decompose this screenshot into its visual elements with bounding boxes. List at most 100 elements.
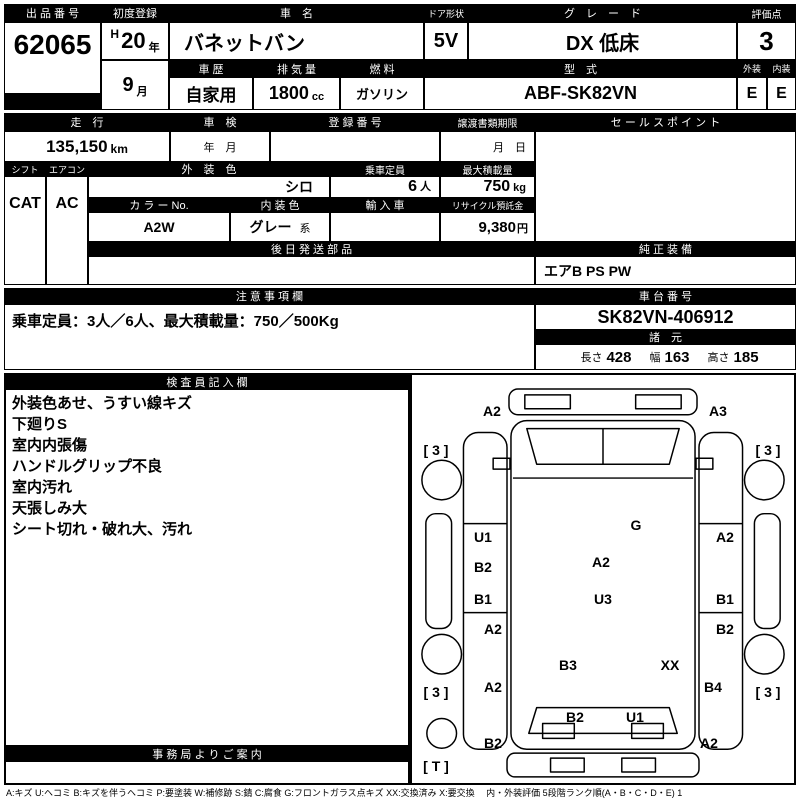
capacity-label: 乗車定員 <box>330 162 440 176</box>
wheel-front-right <box>743 459 785 501</box>
inspector-notes: 外装色あせ、うすい線キズ下廻りS 室内内張傷ハンドルグリップ不良室内汚れ天張しみ大… <box>4 390 410 742</box>
displacement-unit: cc <box>311 91 325 103</box>
max-load-unit: kg <box>513 182 526 194</box>
oem-equipment-label: 純 正 装 備 <box>535 242 796 256</box>
office-info-header: 事 務 局 よ り ご 案 内 <box>4 745 410 762</box>
front-bumper-outline <box>508 388 698 416</box>
first-reg-year-cell: H 20 年 <box>101 22 169 60</box>
spec-label: 諸 元 <box>535 330 796 344</box>
damage-mark: B1 <box>474 591 492 607</box>
damage-mark: U1 <box>626 709 644 725</box>
first-reg-year: 20 <box>121 28 146 53</box>
recycle-deposit-label: リサイクル預託金 <box>440 198 535 212</box>
rear-window-outline <box>528 706 678 735</box>
capacity-cell: 6 人 <box>330 176 440 198</box>
oem-equipment-value: エアB PS PW <box>535 256 796 285</box>
import-label: 輸 入 車 <box>330 198 440 212</box>
sales-point-value <box>535 131 796 242</box>
damage-mark: B2 <box>566 709 584 725</box>
inspection-label: 車 検 <box>170 113 270 131</box>
inspector-note-line: 外装色あせ、うすい線キズ <box>12 395 193 412</box>
capacity-unit: 人 <box>420 181 431 193</box>
aircon-value: AC <box>46 176 88 285</box>
first-reg-month-cell: 9 月 <box>101 60 169 110</box>
shift-value: CAT <box>4 176 46 285</box>
interior-color-cell: グレー 系 <box>230 212 330 242</box>
inspector-note-line: 天張しみ大 <box>12 500 88 517</box>
color-no-label: カ ラ ー No. <box>88 198 230 212</box>
width-label: 幅 <box>649 352 661 364</box>
sales-point-label: セ ー ル ス ポ イ ン ト <box>535 113 796 131</box>
first-reg-month-unit: 月 <box>136 86 148 98</box>
lot-black-bar <box>4 94 101 110</box>
inspector-note-line: ハンドルグリップ不良 <box>12 458 163 475</box>
damage-mark: B2 <box>716 621 734 637</box>
wheel-rear-right <box>743 633 785 675</box>
recycle-deposit-value: 9,380 <box>478 218 516 236</box>
interior-score-value: E <box>767 77 796 110</box>
inspector-note-line: 室内汚れ <box>12 479 73 496</box>
fuel-label: 燃 料 <box>340 60 424 77</box>
mileage-cell: 135,150 km <box>4 131 170 162</box>
history-value: 自家用 <box>169 77 253 110</box>
inspector-header: 検 査 員 記 入 欄 <box>4 373 410 390</box>
displacement-value: 1800 <box>268 83 309 103</box>
inspection-value: 年 月 <box>170 131 270 162</box>
displacement-cell: 1800 cc <box>253 77 340 110</box>
capacity-value: 6 <box>408 178 417 195</box>
right-side-panel <box>698 431 744 750</box>
exterior-color-value: シロ <box>88 176 330 198</box>
damage-mark: A2 <box>483 403 501 419</box>
door-shape-value: 5V <box>424 22 468 60</box>
damage-mark: U3 <box>594 591 612 607</box>
car-name-label: 車 名 <box>169 4 424 22</box>
max-load-value: 750 <box>483 178 511 195</box>
left-side-panel <box>462 431 508 750</box>
damage-mark: B2 <box>474 559 492 575</box>
import-value <box>330 212 440 242</box>
exterior-color-label: 外 装 色 <box>88 162 330 176</box>
door-shape-label: ドア形状 <box>424 4 468 22</box>
displacement-label: 排 気 量 <box>253 60 340 77</box>
transfer-deadline-value: 月 日 <box>440 131 535 162</box>
inspector-note-line: 室内内張傷 <box>12 437 88 454</box>
legend-text: A:キズ U:ヘコミ B:キズを伴うヘコミ P:要塗装 W:補修跡 S:錆 C:… <box>6 788 683 798</box>
chassis-number-value: SK82VN-406912 <box>535 304 796 330</box>
damage-mark: A2 <box>592 554 610 570</box>
damage-mark: A2 <box>716 529 734 545</box>
rear-bumper-outline <box>506 752 700 778</box>
damage-mark: A2 <box>484 679 502 695</box>
inspector-note-line: 下廻りS <box>12 416 68 433</box>
left-mirror <box>492 457 511 470</box>
history-label: 車 歴 <box>169 60 253 77</box>
windshield-outline <box>526 427 680 465</box>
exterior-score-label: 外装 <box>737 60 767 77</box>
mileage-value: 135,150 <box>46 136 108 156</box>
caution-label: 注 意 事 項 欄 <box>4 288 535 304</box>
exterior-score-value: E <box>737 77 767 110</box>
fuel-value: ガソリン <box>340 77 424 110</box>
mileage-label: 走 行 <box>4 113 170 131</box>
first-reg-label: 初度登録 <box>101 4 169 22</box>
length-value: 428 <box>606 348 632 366</box>
recycle-deposit-cell: 9,380 円 <box>440 212 535 242</box>
damage-mark: [ 3 ] <box>423 684 449 700</box>
first-reg-month: 9 <box>122 73 134 96</box>
car-body-outline <box>510 419 696 750</box>
spare-tire <box>426 717 458 749</box>
height-label: 高さ <box>707 352 730 364</box>
grade-value: DX 低床 <box>468 22 737 60</box>
wheel-front-left <box>421 459 463 501</box>
car-diagram-svg <box>421 388 785 778</box>
height-value: 185 <box>733 348 759 366</box>
max-load-label: 最大積載量 <box>440 162 535 176</box>
damage-mark: [ 3 ] <box>755 442 781 458</box>
interior-color-value: グレー <box>249 219 292 235</box>
width-value: 163 <box>664 348 690 366</box>
first-reg-era: H <box>110 27 120 41</box>
interior-color-unit: 系 <box>299 223 311 235</box>
damage-mark: B4 <box>704 679 722 695</box>
model-code-value: ABF-SK82VN <box>424 77 737 110</box>
damage-mark: [ 3 ] <box>423 442 449 458</box>
